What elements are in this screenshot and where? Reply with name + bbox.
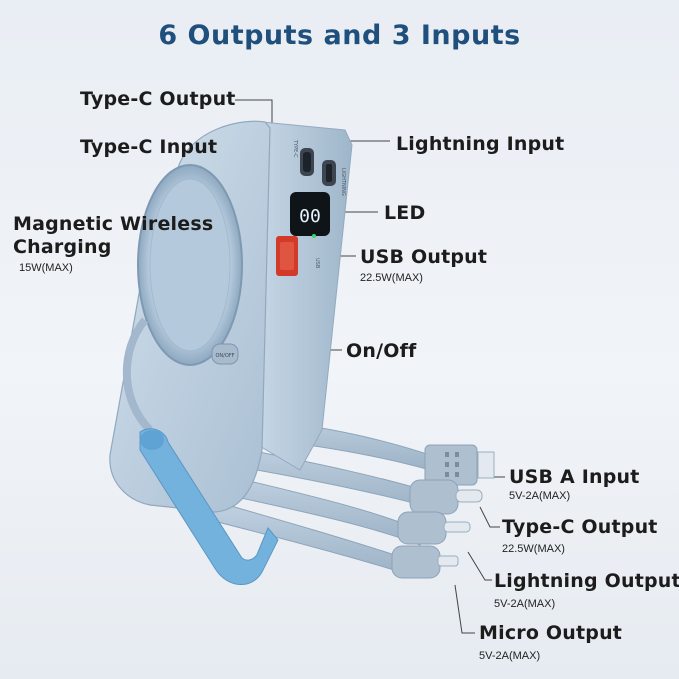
led-digits: 00	[299, 206, 321, 227]
usba-connector	[424, 444, 478, 486]
label-lightning-input: Lightning Input	[396, 133, 565, 155]
led-display	[290, 192, 330, 236]
label-charging: Charging	[13, 236, 112, 258]
label-micro-output: Micro Output	[479, 622, 623, 644]
typec-port-label: TYPE-C	[292, 139, 298, 158]
spec-lightning-output: 5V-2A(MAX)	[494, 598, 556, 610]
typec-connector	[409, 479, 459, 515]
spec-wireless: 15W(MAX)	[19, 262, 73, 274]
lightning-port-label: LIGHTNING	[340, 168, 346, 196]
label-usb-output: USB Output	[360, 246, 488, 268]
label-typec-cable-output: Type-C Output	[502, 516, 658, 538]
label-typec-output: Type-C Output	[80, 88, 236, 110]
spec-usba-input: 5V-2A(MAX)	[509, 490, 571, 502]
onoff-button-label: ON/OFF	[215, 353, 234, 359]
led-indicator	[312, 234, 316, 238]
label-usba-input: USB A Input	[509, 466, 640, 488]
label-onoff: On/Off	[346, 340, 417, 362]
lightning-connector	[397, 511, 447, 545]
spec-micro-output: 5V-2A(MAX)	[479, 650, 541, 662]
strap-hinge	[140, 430, 164, 450]
label-led: LED	[384, 202, 426, 224]
ring-holder	[122, 317, 153, 433]
usb-port-label: USB	[314, 258, 320, 269]
label-lightning-output: Lightning Output	[494, 570, 679, 592]
cable-connectors	[391, 444, 495, 579]
stand-strap-front	[139, 428, 279, 585]
label-typec-input: Type-C Input	[80, 136, 218, 158]
spec-typec-cable-output: 22.5W(MAX)	[502, 543, 565, 555]
spec-usb-output: 22.5W(MAX)	[360, 272, 423, 284]
label-magnetic-wireless: Magnetic Wireless	[13, 213, 214, 235]
onoff-button	[211, 343, 239, 365]
micro-connector	[391, 545, 441, 579]
page-title: 6 Outputs and 3 Inputs	[158, 20, 521, 51]
